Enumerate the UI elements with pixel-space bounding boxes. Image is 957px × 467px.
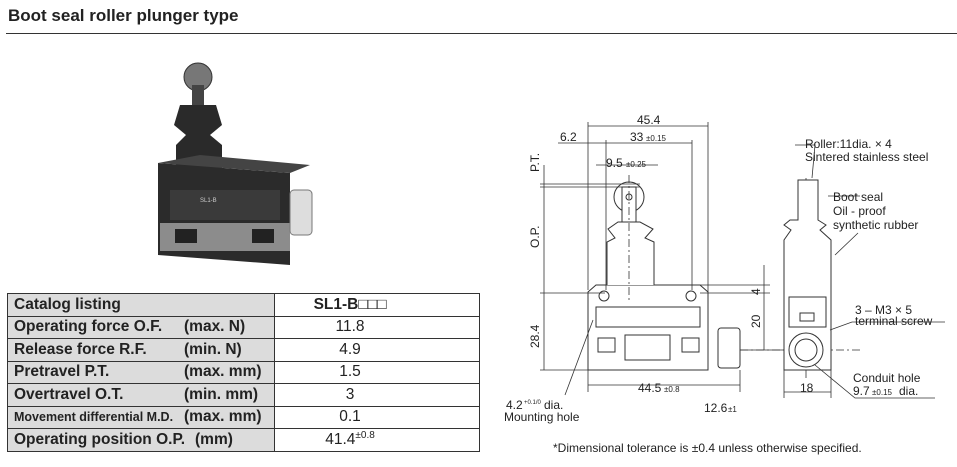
- row-unit: (max. mm): [184, 408, 262, 426]
- mount-hole-label: Mounting hole: [504, 410, 580, 424]
- value-tolerance: ±0.8: [355, 430, 375, 442]
- conduit-dia: dia.: [899, 384, 918, 398]
- row-unit: (min. N): [184, 340, 242, 358]
- row-label: Movement differential M.D.: [14, 410, 174, 425]
- dim-20: 20: [749, 314, 763, 328]
- conduit-inner: [794, 338, 818, 362]
- side-label-area: [788, 296, 827, 328]
- table-row: Release force R.F.(min. N)4.9: [7, 338, 480, 362]
- label-plate: [170, 190, 280, 220]
- dim-9-5-tol: ±0.25: [626, 160, 647, 169]
- dim-6-2: 6.2: [560, 130, 577, 144]
- conduit-size: 9.7: [853, 384, 870, 398]
- dim-12-6-tol: ±1: [728, 405, 737, 414]
- row-unit: (max. N): [184, 318, 246, 336]
- front-center-window: [624, 334, 671, 361]
- mount-tol: +0.1/0: [524, 400, 542, 406]
- dim-4: 4: [749, 288, 763, 295]
- row-unit: (mm): [195, 430, 233, 448]
- catalog-number: SL1-B□□□: [274, 293, 480, 317]
- roller-label: Roller:11dia. × 4: [805, 137, 892, 151]
- table-row: Movement differential M.D.(max. mm)0.1: [7, 405, 480, 429]
- dim-33-tol: ±0.15: [646, 134, 667, 143]
- table-row: Pretravel P.T.(max. mm)1.5: [7, 360, 480, 384]
- row-unit: (max. mm): [184, 363, 262, 381]
- page-title: Boot seal roller plunger type: [8, 6, 239, 25]
- plunger: [192, 85, 204, 105]
- front-label-window: [595, 306, 701, 328]
- mount-slot: [252, 229, 274, 243]
- row-label: Overtravel O.T.: [14, 385, 124, 403]
- dim-44-5: 44.5: [638, 381, 662, 395]
- value-main: 41.4: [325, 431, 356, 449]
- product-photo: SL1-B: [158, 62, 313, 265]
- dim-18: 18: [800, 381, 814, 395]
- mount-hole: [598, 290, 610, 302]
- row-label: Operating position O.P.: [14, 430, 186, 448]
- row-label: Operating force O.F.: [14, 318, 163, 336]
- label-pt: P.T.: [528, 153, 542, 172]
- table-row: Operating force O.F.(max. N)11.8: [7, 315, 480, 339]
- title-divider: [6, 33, 957, 34]
- spec-table: Catalog listing SL1-B□□□ Operating force…: [7, 293, 480, 452]
- table-row: Operating position O.P. (mm) 41.4±0.8: [7, 428, 480, 452]
- dim-12-6: 12.6: [704, 401, 728, 415]
- boot-label: Boot seal: [833, 190, 883, 204]
- row-unit: (min. mm): [184, 385, 259, 403]
- screw-label-2: terminal screw: [855, 314, 933, 328]
- front-slot: [681, 337, 700, 353]
- row-label: Release force R.F.: [14, 340, 147, 358]
- table-row: Overtravel O.T.(min. mm)3: [7, 383, 480, 407]
- dim-45-4: 45.4: [637, 113, 661, 127]
- conduit-connector: [717, 327, 741, 369]
- dim-28-4: 28.4: [528, 324, 542, 348]
- mount-hole: [685, 290, 697, 302]
- conduit-connector: [289, 189, 313, 236]
- boot-material-2: synthetic rubber: [833, 218, 918, 232]
- dim-44-5-tol: ±0.8: [664, 385, 680, 394]
- photo-model-text: SL1-B: [200, 198, 217, 204]
- conduit-label: Conduit hole: [853, 371, 921, 385]
- switch-top: [158, 155, 310, 173]
- row-label: Pretravel P.T.: [14, 363, 110, 381]
- boot-material-1: Oil - proof: [833, 204, 886, 218]
- front-boot: [606, 221, 655, 285]
- side-slot: [799, 312, 815, 322]
- conduit-hole: [788, 332, 824, 368]
- mount-dia-suffix: dia.: [544, 398, 563, 412]
- roller-material: Sintered stainless steel: [805, 150, 928, 164]
- mount-dia: 4.2: [506, 398, 523, 412]
- conduit-tol: ±0.15: [872, 388, 893, 397]
- label-op: O.P.: [528, 226, 542, 248]
- front-slot: [597, 337, 616, 353]
- side-body: [783, 179, 832, 371]
- row-value: 41.4±0.8: [274, 428, 480, 452]
- dim-33: 33: [630, 130, 644, 144]
- dim-9-5: 9.5: [606, 156, 623, 170]
- mount-slot: [175, 229, 197, 243]
- screw-label: 3 – M3 × 5: [855, 303, 912, 317]
- tolerance-note: *Dimensional tolerance is ±0.4 unless ot…: [553, 441, 862, 455]
